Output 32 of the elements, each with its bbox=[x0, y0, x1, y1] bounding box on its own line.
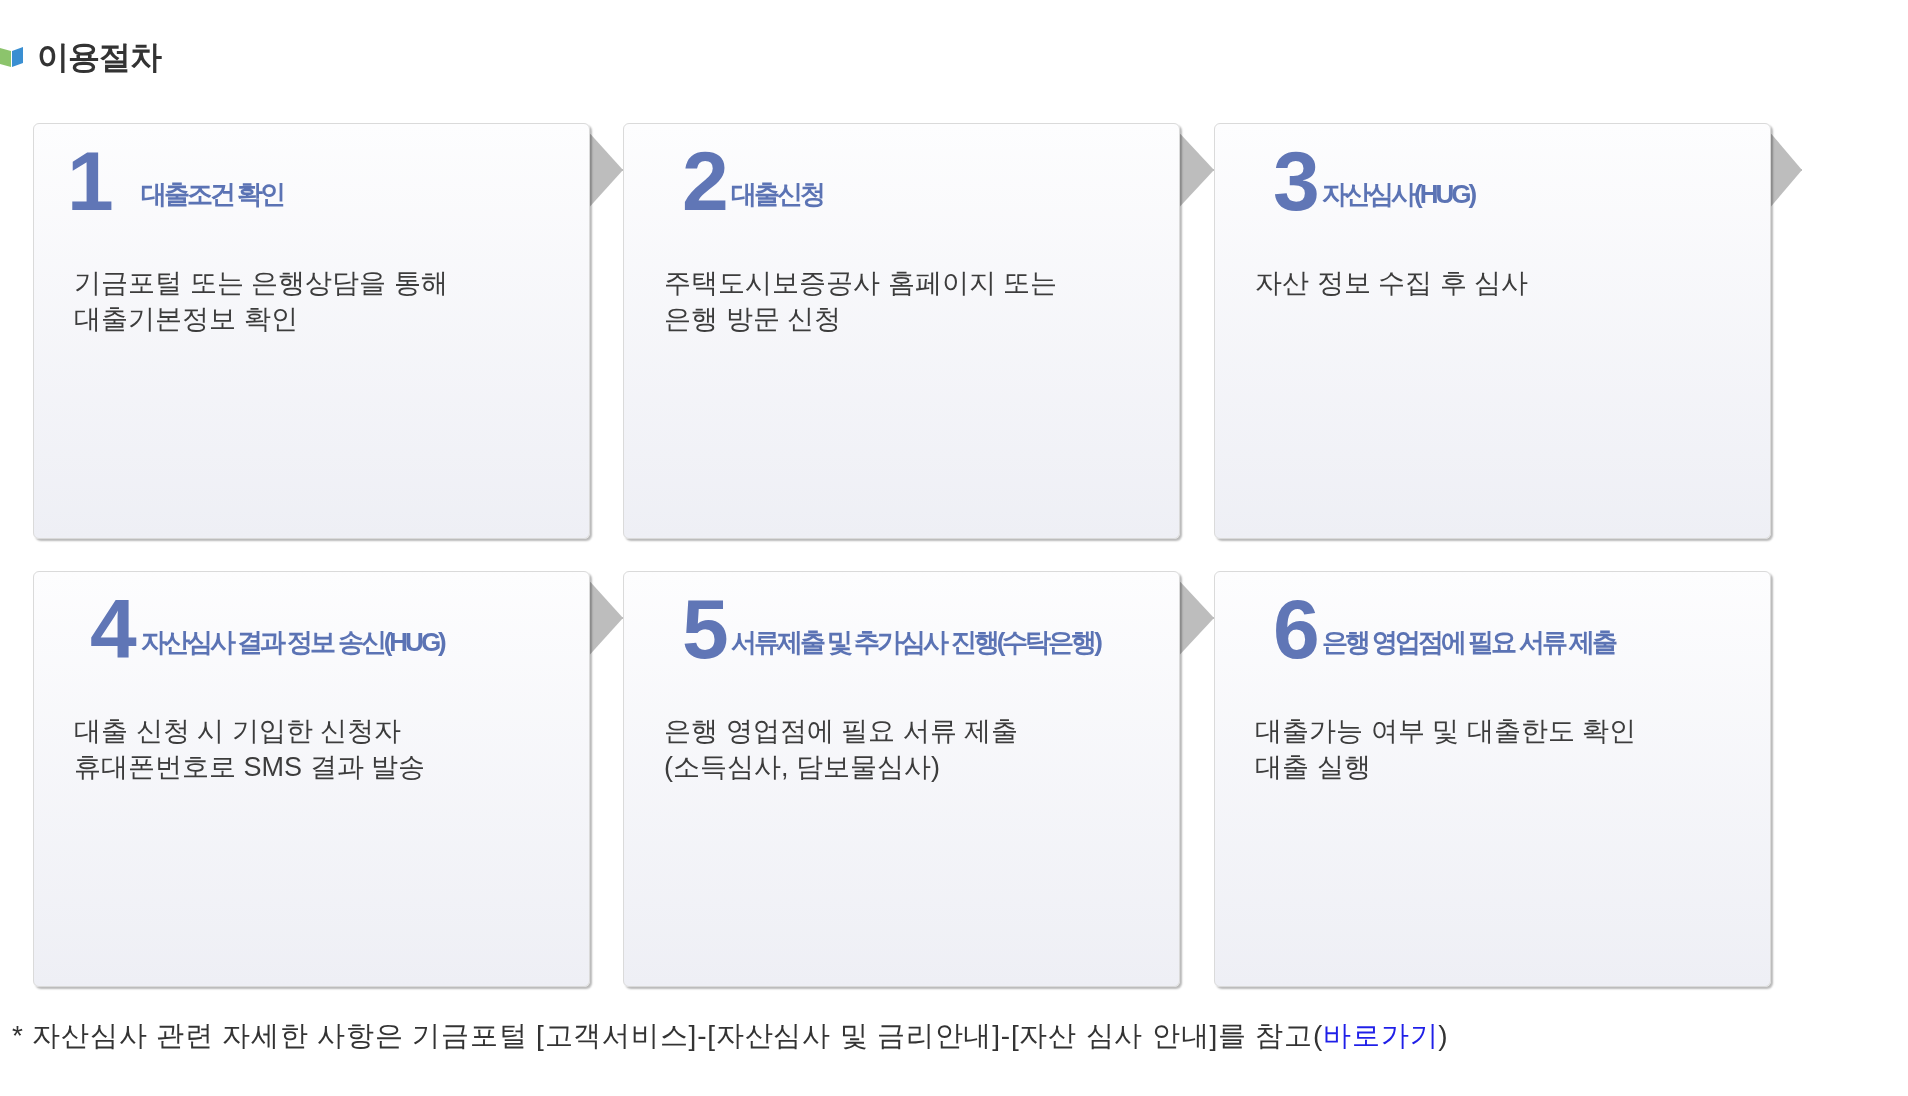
link: 바로가기 bbox=[1323, 1020, 1439, 1051]
arrow bbox=[589, 133, 624, 207]
step-number: 6 bbox=[1273, 587, 1317, 671]
step-number: 4 bbox=[90, 587, 134, 671]
step-number: 5 bbox=[682, 587, 726, 671]
step-heading: 은행 영업점에 필요 서류 제출 bbox=[1322, 629, 1615, 655]
arrow bbox=[1179, 581, 1215, 655]
step-description: 주택도시보증공사 홈페이지 또는 은행 방문 신청 bbox=[664, 267, 1058, 336]
step-card bbox=[33, 571, 590, 987]
arrow bbox=[589, 581, 624, 655]
step-description: 자산 정보 수집 후 심사 bbox=[1255, 267, 1529, 300]
step-number: 1 bbox=[67, 139, 111, 223]
step-description: 은행 영업점에 필요 서류 제출 (소득심사, 담보물심사) bbox=[664, 715, 1019, 784]
step-heading: 자산심사(HUG) bbox=[1322, 181, 1475, 207]
step-card bbox=[33, 123, 590, 539]
arrow bbox=[1179, 133, 1215, 207]
section-title: 이용절차 bbox=[37, 41, 161, 73]
step-card bbox=[623, 571, 1180, 987]
step-description: 대출가능 여부 및 대출한도 확인 대출 실행 bbox=[1255, 715, 1637, 784]
arrow bbox=[1770, 133, 1803, 207]
footnote: * 자산심사 관련 자세한 사항은 기금포털 [고객서비스]-[자산심사 및 금리안내]-[자산 심사 안내]를 참고(바로가기) bbox=[12, 1020, 1449, 1052]
step-card bbox=[623, 123, 1180, 539]
step-description: 기금포털 또는 은행상담을 통해 대출기본정보 확인 bbox=[74, 267, 449, 336]
step-heading: 대출신청 bbox=[731, 181, 823, 207]
step-description: 대출 신청 시 기입한 신청자 휴대폰번호로 SMS 결과 발송 bbox=[74, 715, 426, 784]
step-heading: 서류제출 및 추가심사 진행(수탁은행) bbox=[731, 629, 1100, 655]
step-heading: 대출조건 확인 bbox=[141, 181, 284, 207]
step-number: 2 bbox=[682, 139, 726, 223]
step-card bbox=[1214, 571, 1771, 987]
step-card bbox=[1214, 123, 1771, 539]
step-number: 3 bbox=[1273, 139, 1317, 223]
step-heading: 자산심사 결과 정보 송신(HUG) bbox=[141, 629, 444, 655]
